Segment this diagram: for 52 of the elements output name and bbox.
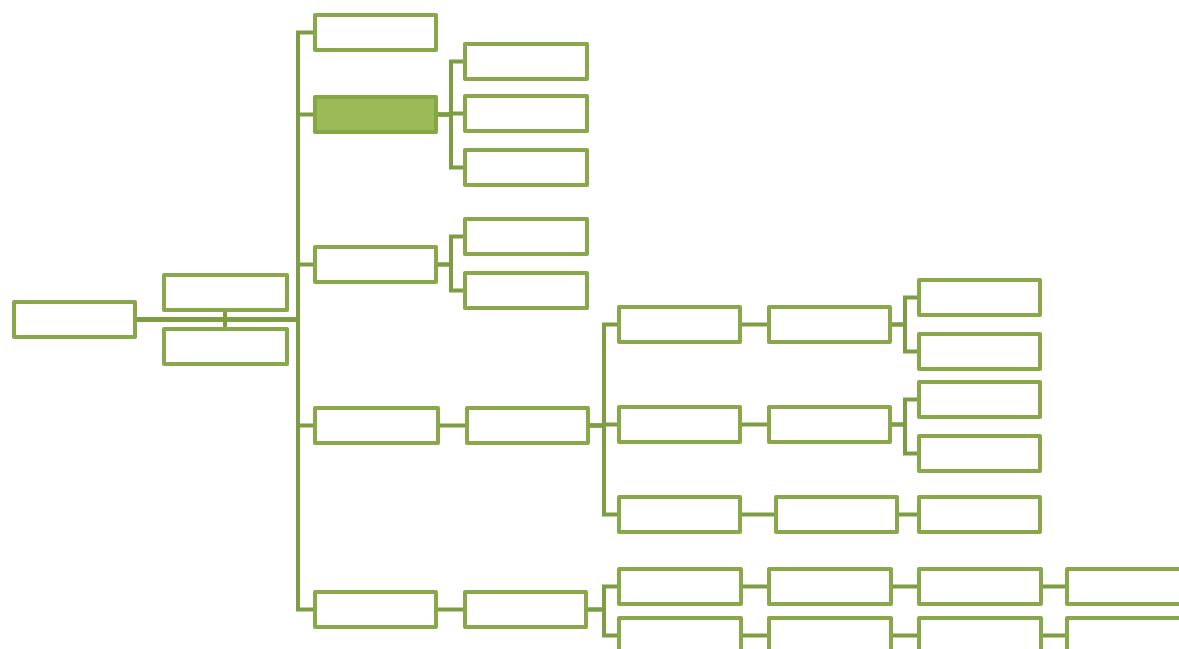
empty-box: [463, 94, 589, 133]
empty-box: [917, 616, 1043, 649]
connector-line: [893, 633, 917, 638]
empty-box: [917, 278, 1042, 317]
empty-box: [917, 380, 1042, 419]
connector-line: [742, 422, 767, 427]
connector-line: [892, 422, 917, 456]
connector-line: [892, 322, 917, 354]
empty-box: [917, 495, 1042, 534]
connector-line: [137, 317, 313, 612]
empty-box: [617, 616, 743, 649]
empty-box: [617, 567, 743, 606]
empty-box: [774, 495, 899, 534]
empty-box: [463, 590, 588, 629]
empty-box: [617, 305, 742, 344]
empty-box: [767, 616, 893, 649]
empty-box: [313, 13, 438, 52]
empty-box: [767, 405, 892, 444]
connector-line: [438, 112, 463, 170]
empty-box: [617, 405, 742, 444]
empty-box: [463, 217, 589, 256]
empty-box: [313, 406, 440, 445]
empty-box: [162, 273, 289, 312]
connector-line: [438, 262, 463, 293]
empty-box: [917, 434, 1042, 473]
empty-box: [463, 271, 589, 310]
connector-line: [742, 322, 767, 327]
connector-line: [893, 584, 917, 589]
connector-line: [742, 512, 774, 517]
connector-line: [588, 607, 617, 638]
connector-line: [1043, 584, 1065, 589]
empty-box: [1065, 567, 1179, 606]
empty-box: [463, 148, 589, 187]
connector-line: [743, 584, 767, 589]
empty-box: [463, 42, 589, 81]
connector-line: [438, 607, 463, 612]
empty-box: [917, 567, 1043, 606]
highlighted-box: [313, 95, 438, 134]
connector-line: [590, 423, 617, 517]
empty-box: [917, 332, 1042, 371]
empty-box: [313, 590, 438, 629]
connector-line: [743, 633, 767, 638]
empty-box: [313, 245, 438, 284]
connector-line: [899, 512, 917, 517]
connector-line: [440, 423, 465, 428]
connector-line: [1043, 633, 1065, 638]
empty-box: [162, 327, 289, 366]
empty-box: [617, 495, 742, 534]
empty-box: [767, 567, 893, 606]
empty-box: [465, 406, 590, 445]
empty-box: [12, 300, 137, 339]
empty-box: [767, 305, 892, 344]
